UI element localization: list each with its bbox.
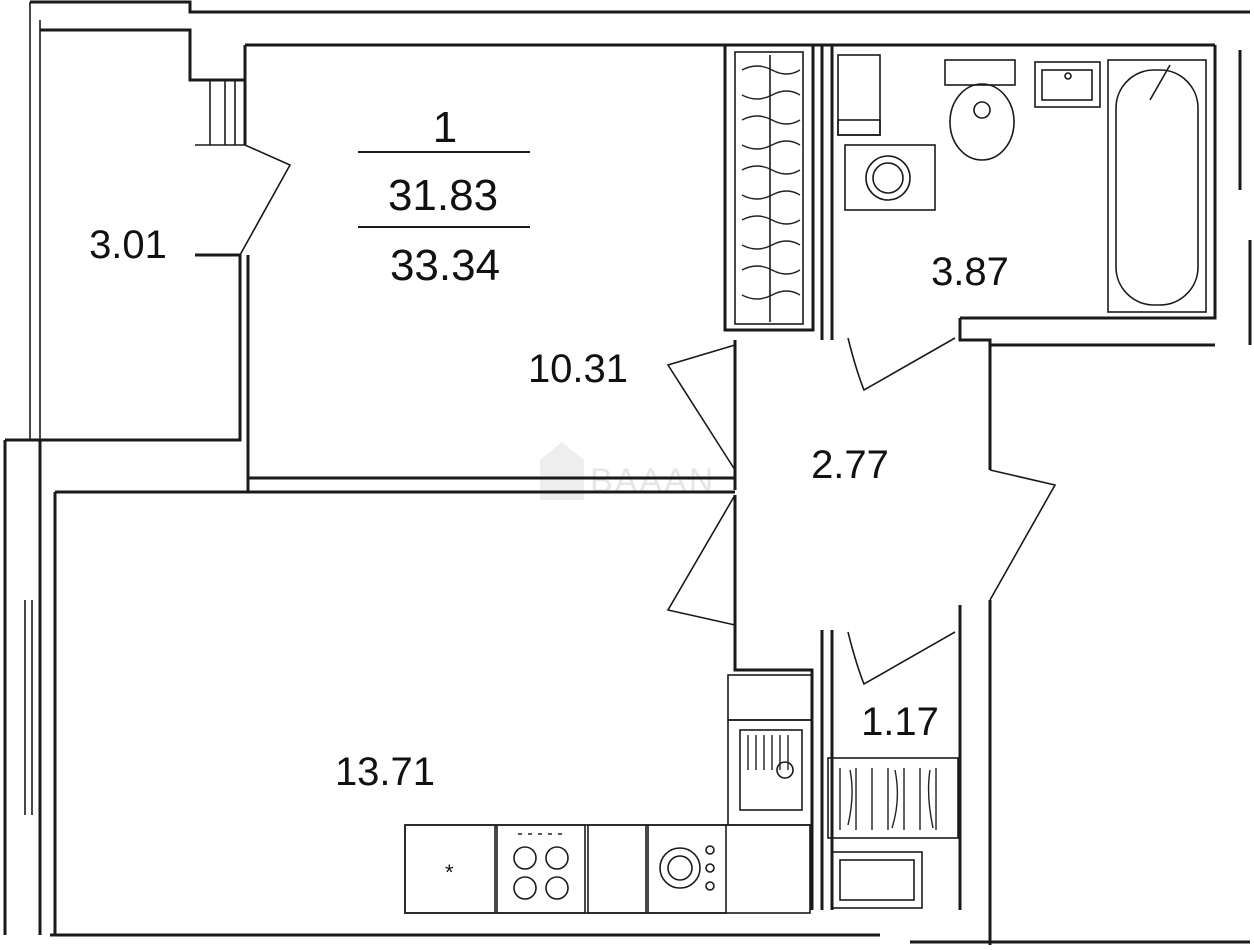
svg-text:*: * — [445, 860, 454, 885]
kitchen-door — [666, 494, 736, 626]
stove-icon — [496, 824, 586, 914]
apartment-info: 1 31.83 33.34 — [358, 103, 530, 290]
bathroom-walls — [820, 45, 1217, 392]
dishwasher-icon — [647, 824, 727, 914]
washing-machine-icon — [844, 144, 936, 211]
room-area-storage: 1.17 — [861, 700, 939, 744]
bedroom-door — [666, 344, 736, 471]
hallway-doors — [666, 340, 1057, 945]
living-area: 31.83 — [388, 171, 498, 220]
fridge-icon: * — [404, 824, 496, 914]
room-area-bedroom: 10.31 — [528, 347, 628, 391]
watermark-text: BAAAN — [590, 462, 715, 500]
boiler — [837, 54, 881, 136]
electric-panel — [831, 851, 923, 909]
wardrobe — [723, 43, 815, 332]
storage-rack — [827, 757, 959, 839]
kitchen-sink-icon — [727, 719, 813, 826]
total-area: 33.34 — [390, 241, 500, 290]
watermark: BAAAN — [540, 442, 715, 500]
rooms-count: 1 — [433, 103, 457, 152]
storage-walls — [820, 605, 962, 910]
room-area-bathroom: 3.87 — [931, 250, 1009, 294]
balcony — [40, 28, 292, 442]
kitchen-walls: * — [3, 438, 814, 935]
bathroom-door — [847, 337, 956, 392]
room-area-kitchen: 13.71 — [335, 750, 435, 794]
outer-walls — [29, 0, 1252, 944]
entrance-door — [989, 469, 1057, 601]
bathtub-icon — [1107, 59, 1207, 313]
storage-door — [847, 631, 956, 686]
room-area-balcony: 3.01 — [89, 223, 167, 267]
toilet-icon — [944, 59, 1016, 161]
cabinet — [587, 824, 647, 914]
room-area-hallway: 2.77 — [811, 443, 889, 487]
sink-icon — [1034, 61, 1101, 108]
